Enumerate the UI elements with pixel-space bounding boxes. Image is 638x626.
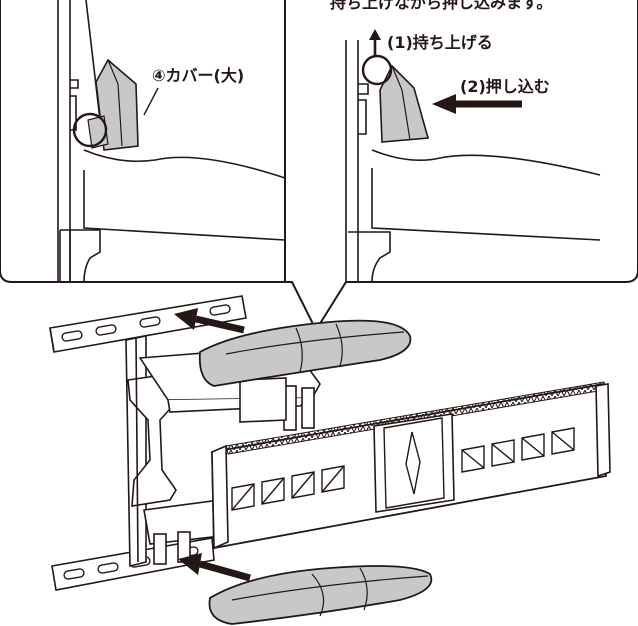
right-highlight-circle: [361, 54, 393, 86]
step2-label: (2)押し込む: [460, 77, 550, 96]
callout-header-text: 持ち上げながら押し込みます。: [330, 0, 552, 12]
lower-insert-arrow-icon: [178, 553, 251, 582]
upper-insert-arrow-icon: [174, 308, 245, 334]
left-detail-view: [57, 0, 286, 283]
cover-label: ④カバー(大): [152, 66, 244, 85]
cover-leader-line: [143, 87, 159, 116]
left-highlight-circle: [72, 112, 108, 148]
push-arrow-icon: [432, 94, 522, 114]
wall-bracket-column: [125, 335, 179, 568]
right-detail-view: [345, 40, 601, 283]
small-cover-part: [208, 565, 433, 625]
lift-arrow-icon: [369, 29, 381, 56]
step1-label: (1)持ち上げる: [387, 33, 493, 52]
tv-mounting-plate: [211, 381, 611, 550]
large-cover-part: [198, 319, 412, 387]
callout-bubble: [0, 0, 638, 333]
